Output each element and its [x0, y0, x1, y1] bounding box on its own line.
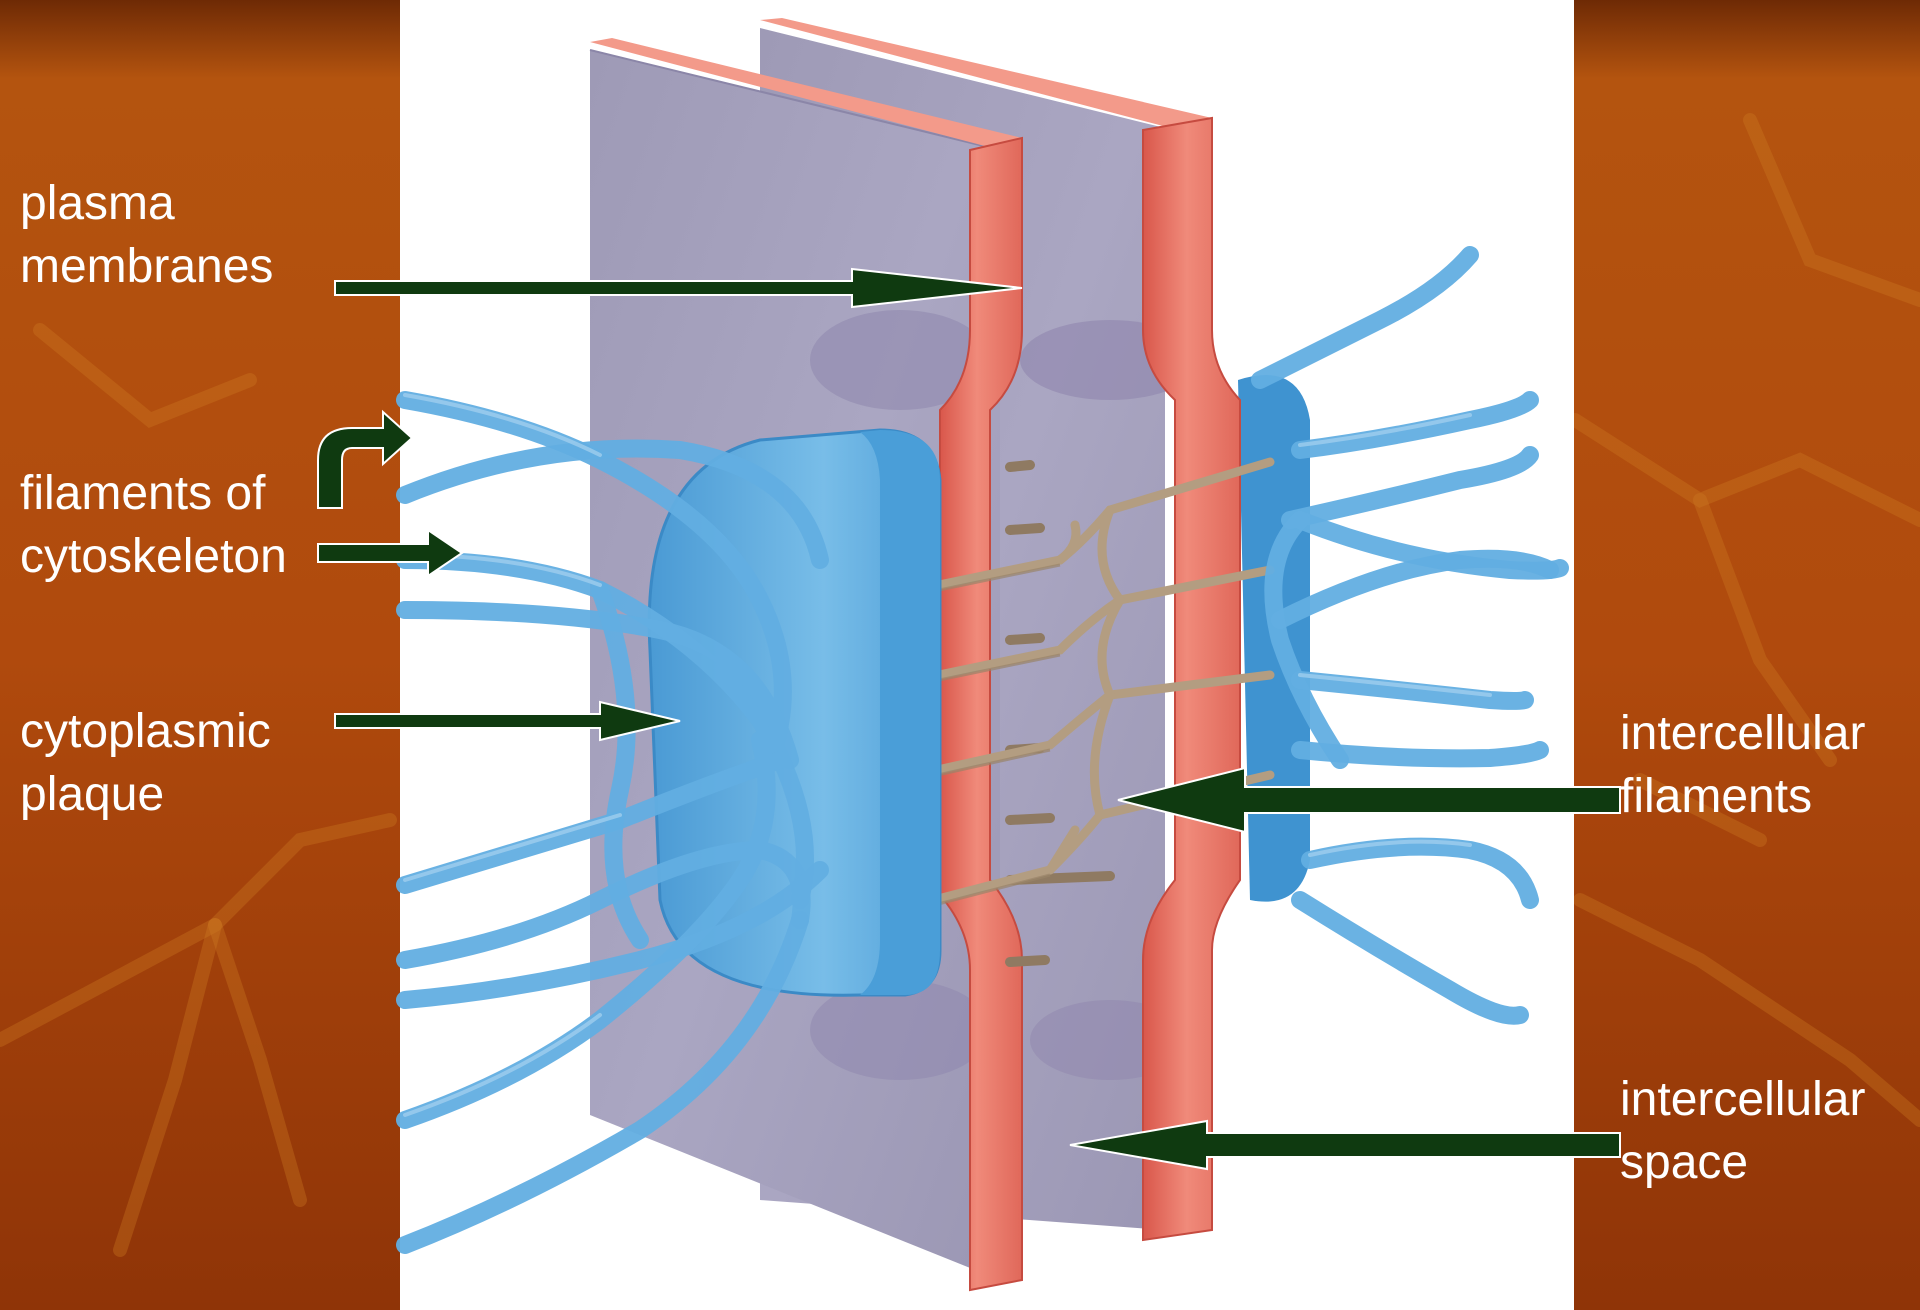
label-cytoplasmic-plaque: cytoplasmic plaque	[20, 700, 271, 826]
label-intercellular-space: intercellular space	[1620, 1068, 1865, 1194]
label-intercellular-filaments: intercellular filaments	[1620, 702, 1865, 828]
label-plasma-membranes: plasma membranes	[20, 172, 273, 298]
label-filaments-of-cytoskeleton: filaments of cytoskeleton	[20, 462, 287, 588]
